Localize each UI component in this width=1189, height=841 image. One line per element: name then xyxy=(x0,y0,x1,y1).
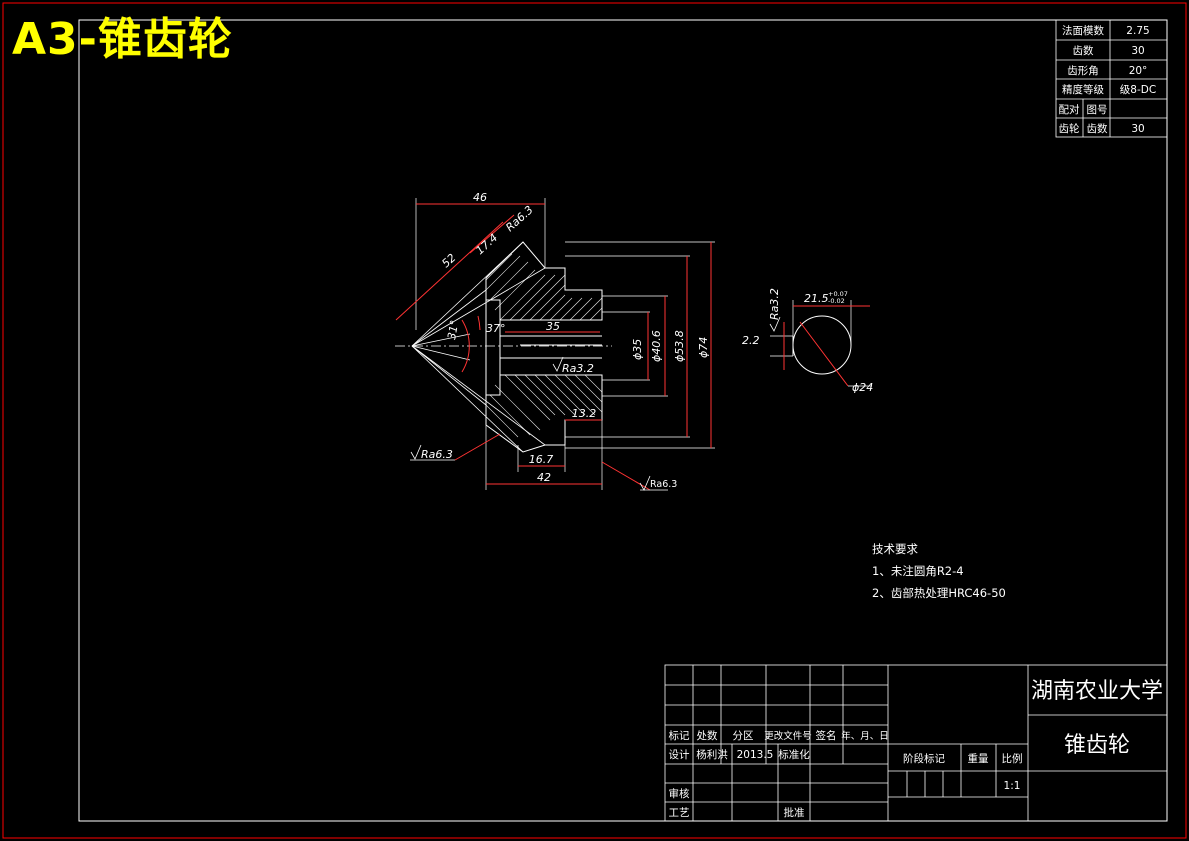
dim-phi40-6: ϕ40.6 xyxy=(650,330,663,362)
drawing-frame xyxy=(78,19,1168,822)
tech-item: 1、未注圆角R2-4 xyxy=(872,564,964,578)
keyway-depth: 2.2 xyxy=(742,334,760,347)
tb-designer: 杨利洪 xyxy=(696,748,728,761)
dim-42: 42 xyxy=(537,471,551,484)
tb-header: 签名 xyxy=(816,729,837,742)
param-label: 法面模数 xyxy=(1062,24,1104,37)
angle-arc-31 xyxy=(461,319,470,373)
dim-35: 35 xyxy=(546,320,560,333)
dim-phi74: ϕ74 xyxy=(697,337,710,358)
roughness-symbol-keyway xyxy=(769,316,781,332)
param-label: 齿形角 xyxy=(1067,65,1099,77)
mating-teeth-label: 齿数 xyxy=(1087,122,1109,135)
tb-header: 年、月、日 xyxy=(841,730,889,742)
ra-leader-bottom xyxy=(454,433,501,461)
dim-13-2: 13.2 xyxy=(572,407,597,420)
ra-cone: Ra6.3 xyxy=(503,203,535,234)
dim-46: 46 xyxy=(473,191,487,204)
title-block-texts: 标记 处数 分区 更改文件号 签名 年、月、日 设计 杨利洪 2013.5 标准… xyxy=(669,679,1164,819)
tb-approve-label: 批准 xyxy=(784,806,805,819)
roughness-symbol-bottom xyxy=(410,444,422,460)
tb-scale-label: 比例 xyxy=(1002,752,1023,765)
tb-part-name: 锥齿轮 xyxy=(1064,733,1130,758)
keyway-tol-lower: -0.02 xyxy=(828,297,845,305)
dim-line-52 xyxy=(395,221,504,321)
dim-16-7: 16.7 xyxy=(529,453,554,466)
tb-school: 湖南农业大学 xyxy=(1031,679,1163,704)
tb-process-label: 工艺 xyxy=(669,807,690,819)
dim-52: 52 xyxy=(439,251,458,270)
tech-heading: 技术要求 xyxy=(872,542,918,556)
ra-bore: Ra3.2 xyxy=(562,362,594,375)
mating-teeth-value: 30 xyxy=(1131,123,1144,135)
mating-group-top: 配对 xyxy=(1059,103,1081,116)
param-label: 精度等级 xyxy=(1062,83,1104,96)
mating-group-bottom: 齿轮 xyxy=(1059,122,1081,135)
keyway-diameter: ϕ24 xyxy=(852,381,873,394)
param-label: 齿数 xyxy=(1073,44,1095,57)
tb-header: 处数 xyxy=(697,729,718,742)
ra-back: Ra6.3 xyxy=(650,479,677,490)
sheet-title: A3-锥齿轮 xyxy=(12,14,233,65)
tb-weight-label: 重量 xyxy=(968,752,989,765)
dim-17-4: 17.4 xyxy=(473,231,500,257)
dim-line-17-4 xyxy=(469,214,515,254)
roughness-symbol-back xyxy=(639,475,651,491)
dim-line-diameter xyxy=(799,321,849,387)
tb-review-label: 审核 xyxy=(669,787,690,800)
gear-outline-upper xyxy=(485,241,603,321)
angle-37: 37° xyxy=(486,322,506,335)
tb-stage-label: 阶段标记 xyxy=(903,752,945,765)
params-rows: 法面模数 2.75 齿数 30 齿形角 20° 精度等级 级8-DC 配对 齿轮… xyxy=(1059,24,1157,135)
tb-header: 标记 xyxy=(669,730,690,742)
title-block xyxy=(664,664,1168,822)
hatch-upper xyxy=(485,253,603,321)
param-value: 30 xyxy=(1131,45,1144,57)
hatch-lower xyxy=(485,374,603,438)
diameter-dim-lines xyxy=(647,242,712,448)
tech-item: 2、齿部热处理HRC46-50 xyxy=(872,586,1006,600)
roughness-symbol-bore xyxy=(552,356,564,372)
tb-standardize-label: 标准化 xyxy=(778,748,810,761)
param-value: 20° xyxy=(1129,65,1148,77)
tb-header: 更改文件号 xyxy=(764,730,812,742)
diameter-extensions xyxy=(565,241,715,449)
keyway-view-texts: Ra3.2 21.5 +0.07 -0.02 2.2 ϕ24 xyxy=(742,288,873,394)
dim-phi35: ϕ35 xyxy=(631,339,644,360)
cone-lines xyxy=(411,241,546,453)
keyway-width: 21.5 xyxy=(804,292,829,305)
param-value: 2.75 xyxy=(1126,25,1149,37)
tb-date: 2013.5 xyxy=(737,749,774,761)
params-table xyxy=(1055,19,1168,138)
gear-section-view xyxy=(395,198,715,491)
param-value: 级8-DC xyxy=(1120,84,1156,96)
mating-drawing-no-label: 图号 xyxy=(1087,104,1108,116)
angle-31: 31° xyxy=(445,319,461,340)
tb-header: 分区 xyxy=(733,730,754,742)
tech-requirements: 技术要求 1、未注圆角R2-4 2、齿部热处理HRC46-50 xyxy=(872,542,1006,600)
keyway-tol-upper: +0.07 xyxy=(828,290,848,298)
ra-leader-back xyxy=(601,461,651,491)
ra-bottom: Ra6.3 xyxy=(421,448,453,461)
keyway-view xyxy=(769,300,872,387)
keyway-ra: Ra3.2 xyxy=(768,288,781,320)
tb-scale: 1:1 xyxy=(1004,780,1021,792)
dim-phi53-8: ϕ53.8 xyxy=(673,330,686,362)
tb-designer-label: 设计 xyxy=(669,748,690,761)
angle-arc-37 xyxy=(477,315,481,331)
